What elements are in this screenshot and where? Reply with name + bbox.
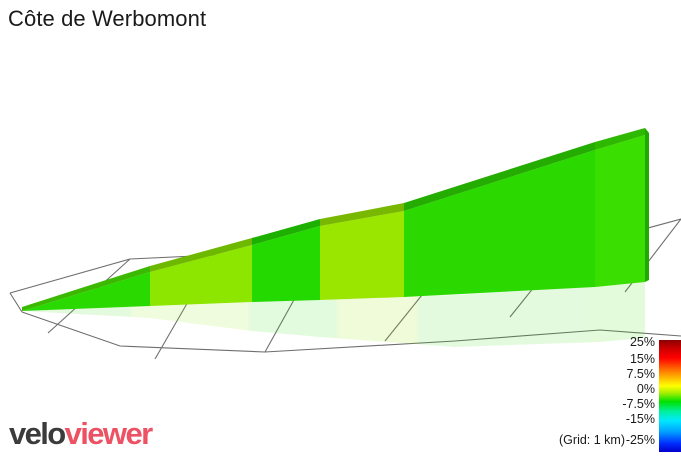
route-ground-projection (22, 282, 645, 347)
route-segment-5[interactable] (595, 135, 645, 287)
legend-label-15: 15% (629, 352, 655, 366)
logo-text-viewer: viewer (64, 416, 154, 451)
route-top-surface (22, 128, 645, 311)
gradient-legend: 25% 15% 7.5% 0% -7.5% -15% -25% (Grid: 1… (474, 336, 681, 456)
veloviewer-logo[interactable]: veloviewer (9, 416, 154, 451)
route-segment-2[interactable] (252, 226, 320, 302)
route-segment-3[interactable] (320, 211, 404, 300)
legend-label-0: 0% (636, 382, 655, 396)
page-title: Côte de Werbomont (8, 6, 207, 31)
legend-label-m15: -15% (625, 412, 655, 426)
route-top-strip-5 (595, 128, 645, 150)
gradient-color-bar (659, 340, 681, 452)
logo-text-velo: velo (9, 416, 66, 451)
route-segment-4[interactable] (404, 150, 595, 297)
route-top-strip-0 (22, 266, 150, 311)
route-top-strip-1 (150, 238, 252, 272)
legend-label-m25: -25% (625, 433, 655, 447)
route-segment-1[interactable] (150, 245, 252, 306)
route-top-strip-4 (404, 142, 595, 211)
legend-grid-note: (Grid: 1 km) (559, 433, 625, 447)
route-top-strip-2 (252, 219, 320, 245)
legend-label-7-5: 7.5% (626, 367, 656, 381)
legend-label-25: 25% (629, 335, 655, 349)
grid-line-left-cap (9, 292, 23, 313)
route-top-strip-3 (320, 203, 404, 226)
legend-label-m7-5: -7.5% (622, 397, 655, 411)
gradient-color-bar-wrap (659, 340, 681, 452)
route-end-cap (645, 128, 649, 282)
